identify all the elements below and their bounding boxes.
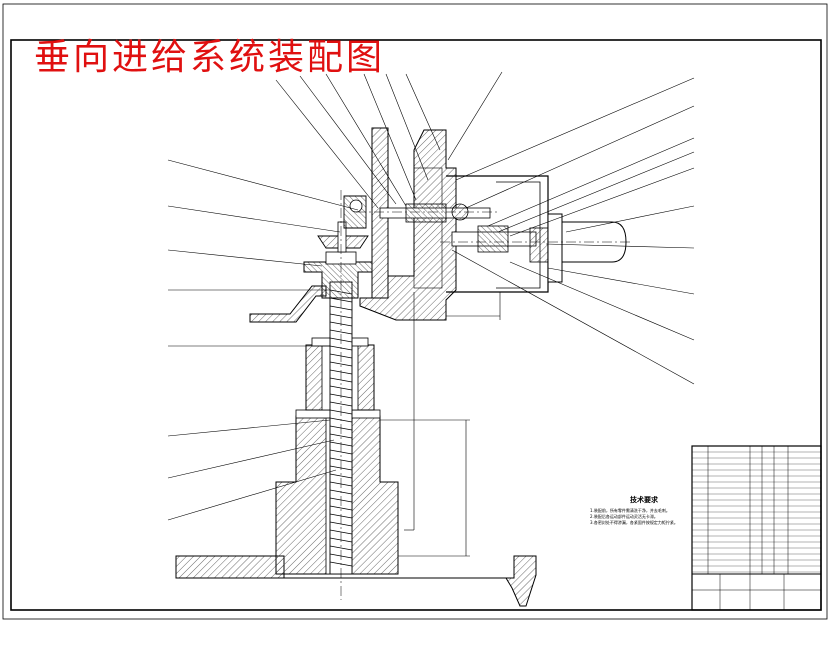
- screw-thread-line: [329, 505, 353, 511]
- tech-req-title: 技术要求: [630, 495, 659, 504]
- inner-frame: [10, 39, 822, 611]
- screw-thread-line: [329, 361, 353, 367]
- drive-motor: [547, 213, 627, 283]
- bevel-gear: [317, 221, 369, 253]
- base-bed: [175, 555, 537, 607]
- horizontal-shaft: [379, 203, 491, 223]
- tech-req-line-1: 1.装配前，所有零件需清洗干净，并去毛刺。: [590, 507, 670, 513]
- gearbox-body: [359, 129, 457, 321]
- parts-list-table: [691, 445, 822, 611]
- screw-thread-line: [329, 433, 353, 439]
- screw-thread-line: [329, 545, 353, 551]
- center-lines: [340, 190, 630, 600]
- screw-thread-line: [329, 329, 353, 335]
- part-leader-lines: [167, 71, 695, 521]
- screw-thread-line: [329, 401, 353, 407]
- outer-border: [2, 3, 828, 620]
- tech-req-line-3: 3.各密封处不得渗漏，各紧固件按规定力矩拧紧。: [590, 519, 678, 525]
- drawing-title: 垂向进给系统装配图: [34, 37, 386, 78]
- tech-req-line-2: 2.装配后各运动部件运动灵活无卡滞。: [590, 513, 658, 519]
- dimension-lines: [380, 292, 501, 557]
- left-bracket-arm: [249, 285, 327, 323]
- screw-thread-line: [329, 473, 353, 479]
- technical-requirements: 技术要求 1.装配前，所有零件需清洗干净，并去毛刺。 2.装配后各运动部件运动灵…: [590, 495, 678, 525]
- small-gear: [343, 195, 367, 229]
